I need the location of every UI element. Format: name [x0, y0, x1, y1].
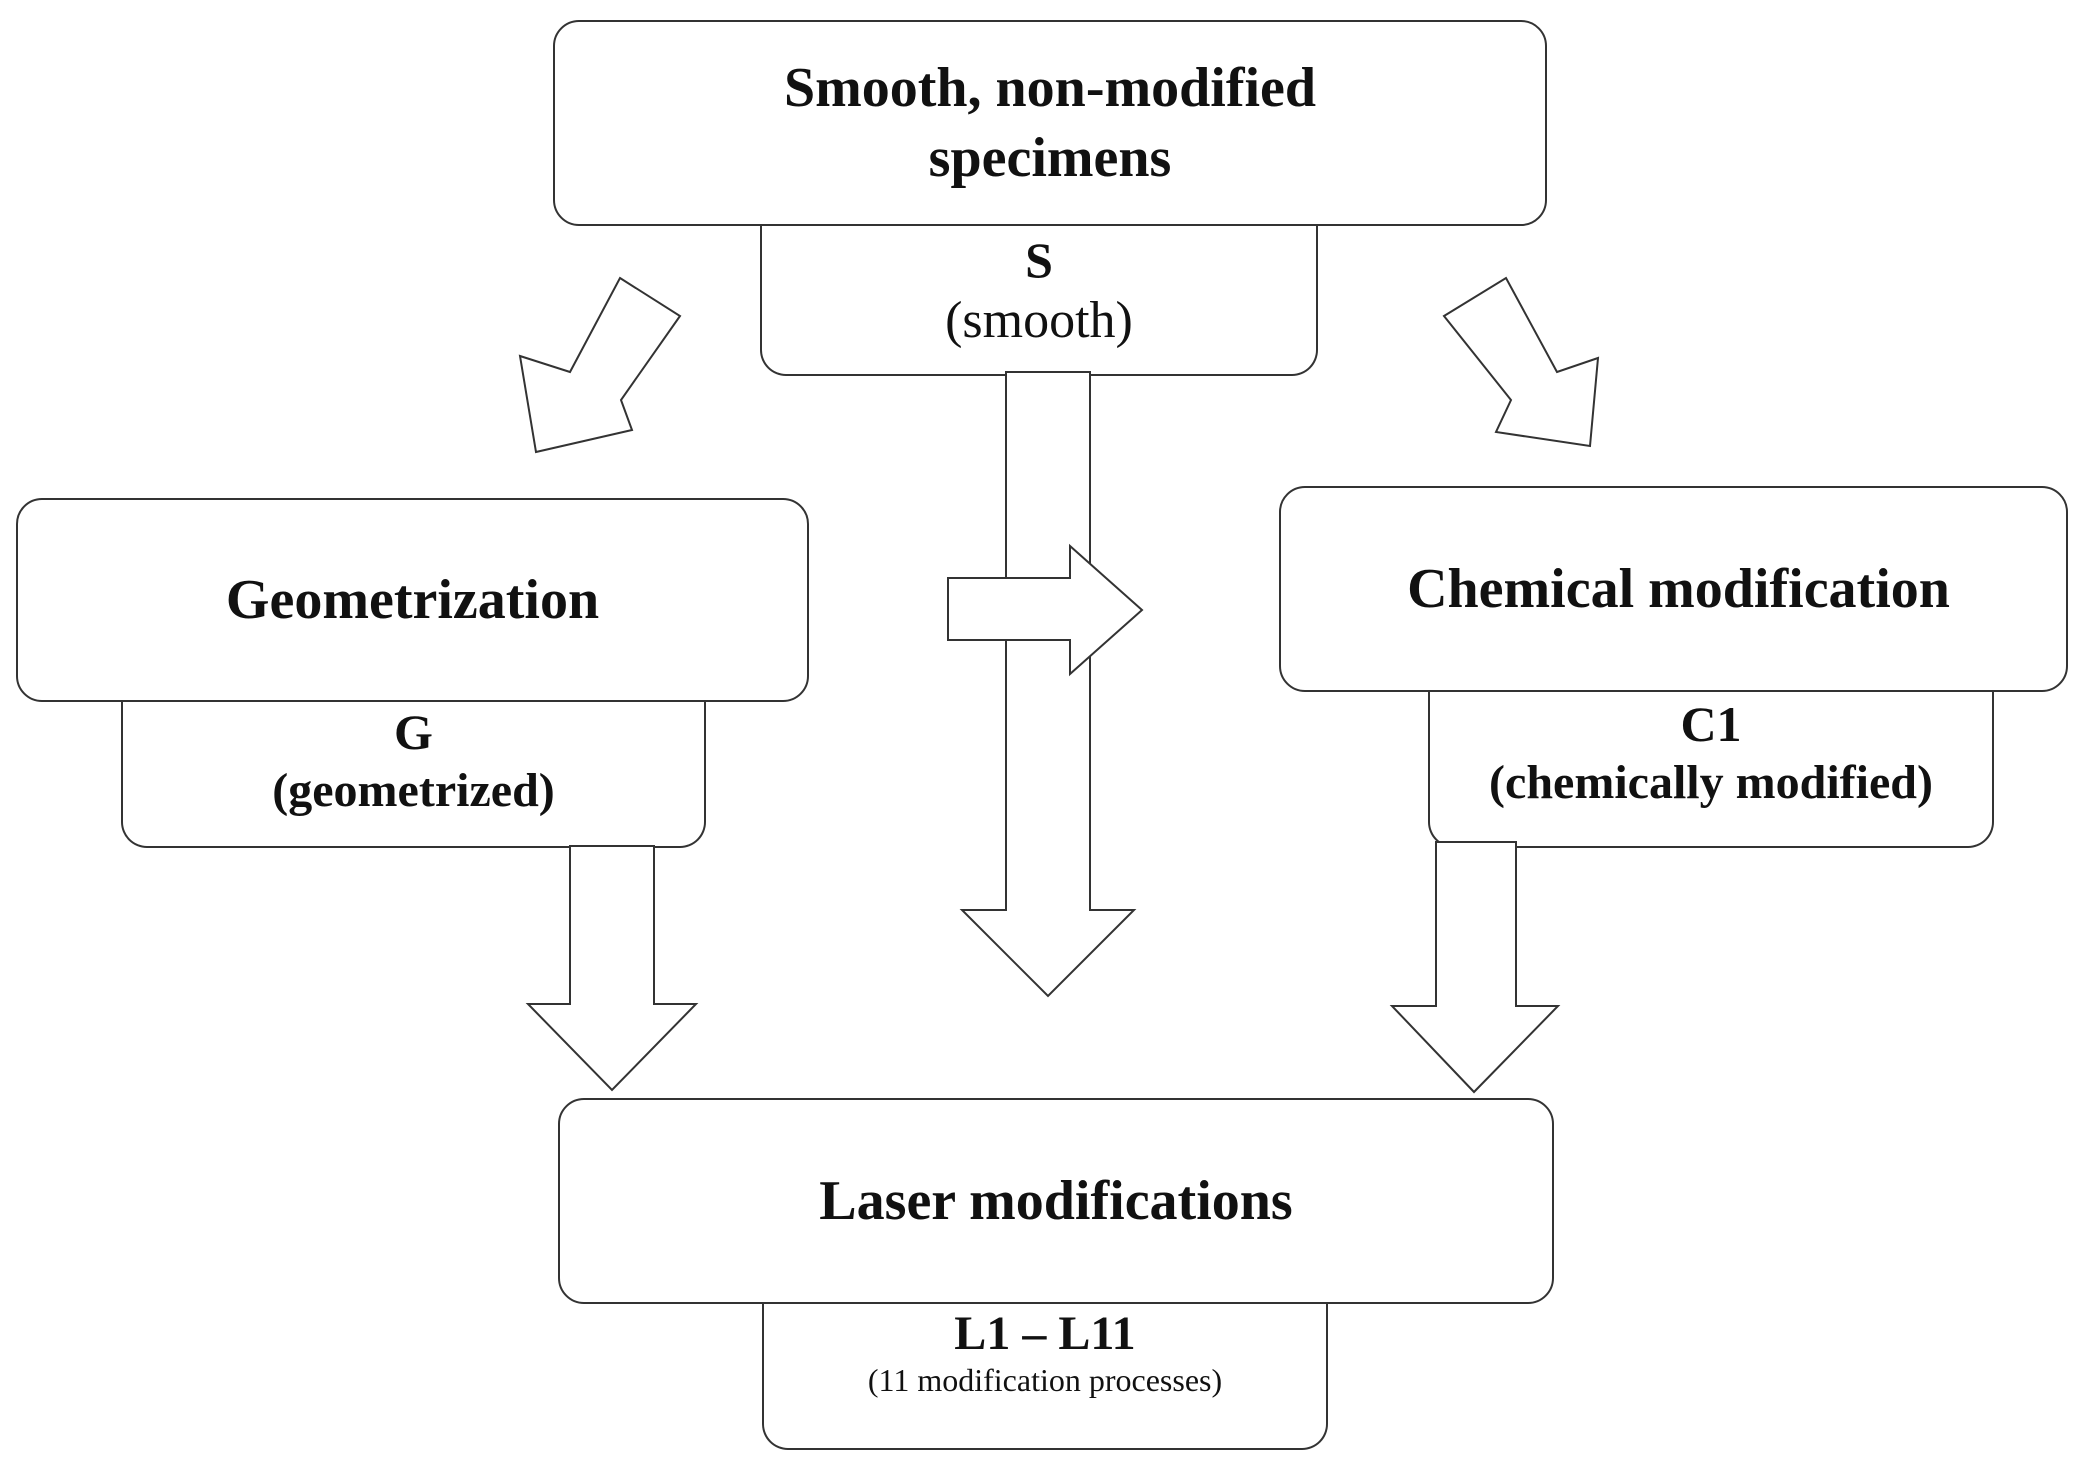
chemical-code: C1 [1680, 696, 1742, 752]
geometrization-box: Geometrization [16, 498, 809, 702]
laser-title: Laser modifications [819, 1170, 1293, 1232]
chemical-title: Chemical modification [1407, 558, 1950, 620]
geometrization-desc: (geometrized) [272, 763, 555, 817]
arrow-smooth-to-geometrization [518, 276, 682, 454]
smooth-code-box: S (smooth) [760, 224, 1318, 376]
arrow-geometrization-to-laser [525, 845, 699, 1092]
arrow-smooth-to-laser [959, 371, 1137, 998]
smooth-title-line1: Smooth, non-modified [783, 57, 1317, 119]
arrow-smooth-to-chemical [1442, 276, 1600, 448]
geometrization-title: Geometrization [225, 569, 600, 631]
laser-code: L1 – L11 [954, 1307, 1136, 1360]
geometrization-code-box: G (geometrized) [121, 698, 706, 848]
arrow-chemical-to-laser [1389, 841, 1561, 1094]
smooth-code: S [1025, 232, 1053, 288]
chemical-code-box: C1 (chemically modified) [1428, 688, 1994, 848]
chemical-desc: (chemically modified) [1489, 755, 1933, 809]
geometrization-code: G [394, 704, 433, 760]
laser-desc: (11 modification processes) [867, 1362, 1223, 1399]
smooth-desc: (smooth) [945, 291, 1133, 349]
smooth-specimens-box: Smooth, non-modified specimens [553, 20, 1547, 226]
laser-modifications-box: Laser modifications [558, 1098, 1554, 1304]
chemical-modification-box: Chemical modification [1279, 486, 2068, 692]
smooth-title-line2: specimens [928, 127, 1172, 189]
laser-code-box: L1 – L11 (11 modification processes) [762, 1300, 1328, 1450]
arrow-side-branch [947, 543, 1144, 677]
